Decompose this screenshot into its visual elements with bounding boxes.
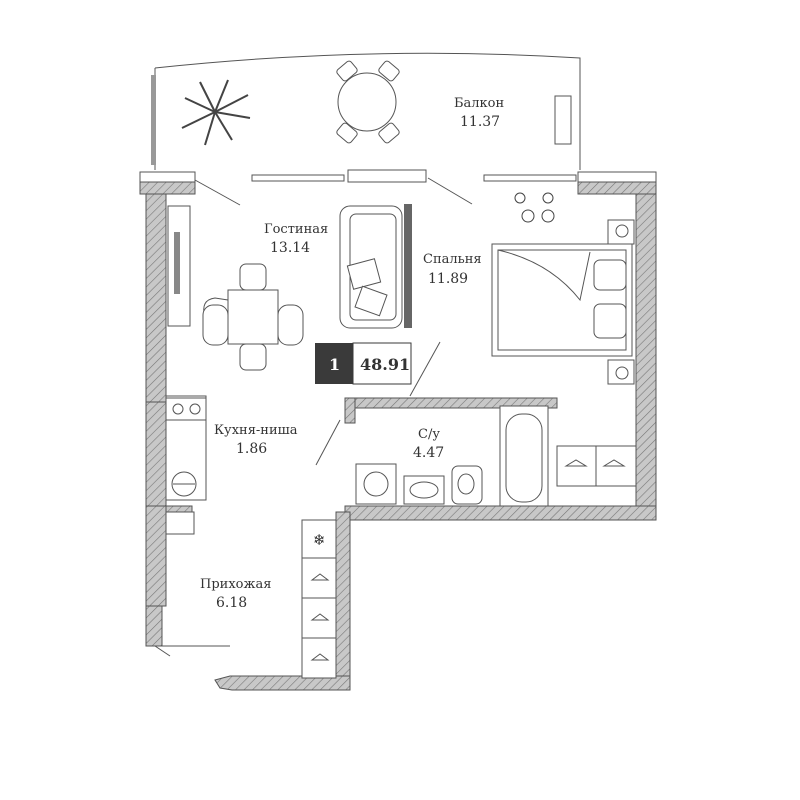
bathroom-furniture	[355, 405, 549, 507]
door-swings	[194, 177, 473, 466]
bathroom-name: С/у	[418, 427, 440, 442]
hallway-wardrobe: ❄	[301, 519, 337, 679]
balcony-table	[336, 60, 400, 144]
bedroom-furniture	[491, 192, 637, 487]
hallway-area: 6.18	[216, 595, 247, 611]
bedroom-name: Спальня	[423, 252, 482, 267]
badge-total-area: 48.91	[360, 355, 410, 374]
snowflake-icon: ❄	[313, 531, 326, 549]
badge-rooms-box	[315, 343, 353, 384]
balcony-area	[151, 52, 581, 170]
walls	[139, 169, 657, 691]
palm-plant-icon	[181, 79, 251, 146]
balcony-area: 11.37	[460, 114, 500, 130]
living-area: 13.14	[270, 240, 310, 256]
balcony-rail	[151, 75, 156, 165]
kitchen-furniture	[165, 395, 207, 535]
living-furniture	[167, 205, 403, 371]
area-badge: 1 48.91	[315, 342, 412, 385]
balcony-name: Балкон	[454, 96, 504, 111]
badge-area-box	[352, 342, 412, 385]
kitchen-area: 1.86	[236, 441, 267, 457]
bedroom-area: 11.89	[428, 271, 468, 287]
badge-rooms: 1	[329, 355, 340, 374]
kitchen-name: Кухня-ниша	[214, 423, 298, 438]
bathroom-area: 4.47	[413, 445, 444, 461]
balcony-cabinet	[554, 95, 572, 145]
stove	[165, 397, 207, 421]
flower-icon	[514, 192, 555, 223]
room-labels: Балкон 11.37 Гостиная 13.14 Спальня 11.8…	[200, 96, 504, 611]
living-name: Гостиная	[264, 222, 328, 237]
hallway-name: Прихожая	[200, 577, 271, 592]
